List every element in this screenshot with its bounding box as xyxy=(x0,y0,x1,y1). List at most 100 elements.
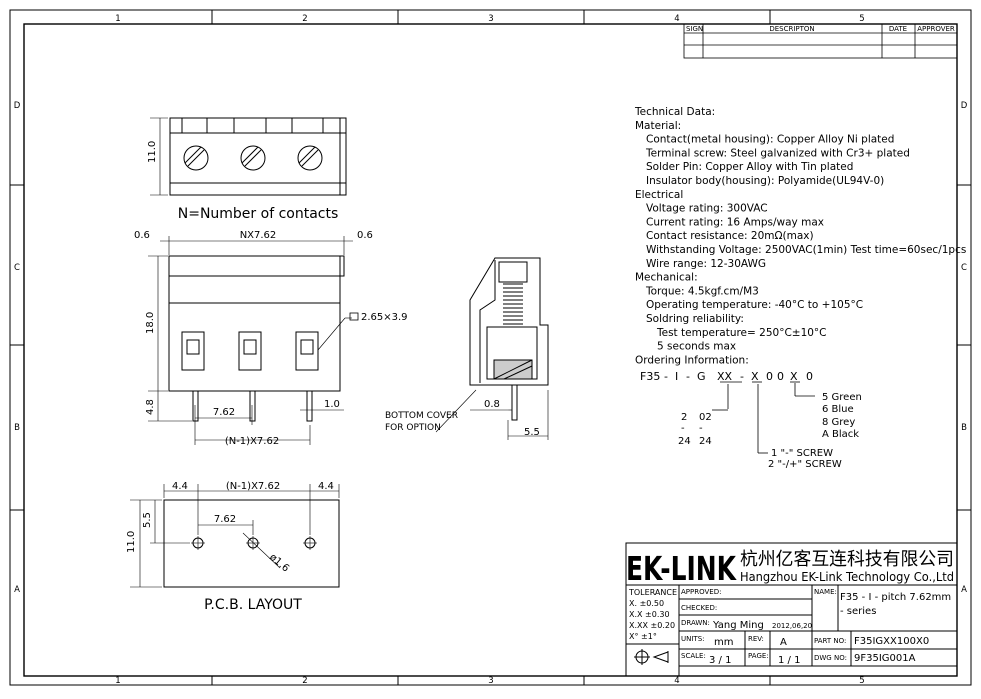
frame-labels: 1 2 3 4 5 1 2 3 4 5 D C B A D C B A xyxy=(14,14,968,686)
order-code-part: I xyxy=(675,370,678,383)
company-name-en: Hangzhou EK-Link Technology Co.,Ltd xyxy=(740,570,954,584)
title-block xyxy=(625,542,958,677)
frame xyxy=(9,9,972,686)
drawn-date: 2012,06,20 xyxy=(772,622,812,630)
tech-line: Operating temperature: -40°C to +105°C xyxy=(646,299,863,311)
page-value: 1 / 1 xyxy=(778,655,800,666)
screw-option: 2 "-/+" SCREW xyxy=(768,459,842,470)
name-label: NAME: xyxy=(814,588,837,596)
checked-label: CHECKED: xyxy=(681,604,717,612)
tolerance-line: X.X ±0.30 xyxy=(629,610,670,619)
pcb-caption: P.C.B. LAYOUT xyxy=(204,597,302,613)
tech-line: Test temperature= 250°C±10°C xyxy=(656,327,827,339)
screw-option: 1 "-" SCREW xyxy=(771,448,833,459)
pcb-hole: ø1.6 xyxy=(267,552,291,575)
scale-label: SCALE: xyxy=(681,652,706,660)
order-code-part: X xyxy=(790,370,798,383)
units-value: mm xyxy=(714,637,733,648)
side-view xyxy=(435,257,549,440)
col-label: 4 xyxy=(674,676,679,686)
revision-table xyxy=(683,23,958,59)
order-code-part: F35 xyxy=(640,370,660,383)
tolerance-line: X. ±0.50 xyxy=(629,599,664,608)
row-label: B xyxy=(14,423,20,433)
pcb-margin-right: 4.4 xyxy=(318,481,334,492)
units-label: UNITS: xyxy=(681,635,705,643)
dwg-no-label: DWG NO: xyxy=(814,654,847,662)
col-label: 2 xyxy=(302,14,307,24)
title-block-text: EK-LINK 杭州亿客互连科技有限公司 Hangzhou EK-Link Te… xyxy=(626,549,954,666)
row-label: D xyxy=(14,101,21,111)
front-pitch-dim: NX7.62 xyxy=(240,230,277,241)
col-label: 5 xyxy=(859,14,864,24)
row-label: C xyxy=(14,263,20,273)
page-label: PAGE: xyxy=(748,652,769,660)
pcb-half-height: 5.5 xyxy=(142,512,153,528)
tech-line: Torque: 4.5kgf.cm/M3 xyxy=(645,285,759,297)
tech-data: Technical Data:Material:Contact(metal ho… xyxy=(634,106,966,366)
color-option: 8 Grey xyxy=(822,417,855,428)
pcb-layout xyxy=(130,484,340,588)
order-code-part: - xyxy=(686,370,690,383)
company-name-cn: 杭州亿客互连科技有限公司 xyxy=(740,549,954,570)
color-option: A Black xyxy=(822,429,859,440)
front-pin-width: 1.0 xyxy=(324,399,340,410)
poles-top: 02 xyxy=(699,412,712,423)
col-label: 4 xyxy=(674,14,679,24)
poles-dash: - xyxy=(699,423,703,434)
rev-header-date: DATE xyxy=(889,25,907,33)
pcb-span: (N-1)X7.62 xyxy=(226,481,280,492)
company-logo: EK-LINK xyxy=(626,549,737,588)
order-code-part: - xyxy=(664,370,668,383)
front-height-dim: 18.0 xyxy=(145,312,156,334)
tech-line: Wire range: 12-30AWG xyxy=(646,258,766,270)
col-label: 5 xyxy=(859,676,864,686)
front-span: (N-1)X7.62 xyxy=(225,436,279,447)
rev-value: A xyxy=(780,637,787,648)
order-code-part: XX xyxy=(717,370,733,383)
rev-header-approver: APPROVER xyxy=(917,25,955,33)
drawn-label: DRAWN: xyxy=(681,619,710,627)
top-view xyxy=(150,117,347,196)
color-option: 6 Blue xyxy=(822,404,854,415)
scale-value: 3 / 1 xyxy=(709,655,731,666)
tech-line: Voltage rating: 300VAC xyxy=(646,203,768,215)
pcb-pitch: 7.62 xyxy=(214,514,236,525)
front-pitch: 7.62 xyxy=(213,407,235,418)
part-name-1: F35 - I - pitch 7.62mm xyxy=(840,592,951,603)
order-code-part: X xyxy=(751,370,759,383)
drawn-by: Yang Ming xyxy=(712,620,764,631)
order-code-part: 0 xyxy=(766,370,773,383)
dwg-no-value: 9F35IG001A xyxy=(854,653,916,664)
col-label: 1 xyxy=(115,14,120,24)
tech-line: Technical Data: xyxy=(634,106,715,118)
pcb-margin-left: 4.4 xyxy=(172,481,188,492)
tech-line: Material: xyxy=(635,120,681,132)
poles-dash: - xyxy=(681,423,685,434)
front-pin-dim: 4.8 xyxy=(145,399,156,415)
poles-top: 2 xyxy=(681,412,687,423)
part-name-2: - series xyxy=(840,606,876,617)
tech-line: Insulator body(housing): Polyamide(UL94V… xyxy=(646,175,884,187)
col-label: 2 xyxy=(302,676,307,686)
tech-line: Current rating: 16 Amps/way max xyxy=(646,216,824,228)
front-left-margin: 0.6 xyxy=(134,230,150,241)
tech-line: Withstanding Voltage: 2500VAC(1min) Test… xyxy=(646,244,966,256)
approved-label: APPROVED: xyxy=(681,588,721,596)
tech-line: Contact resistance: 20mΩ(max) xyxy=(646,230,814,242)
poles-bottom: 24 xyxy=(678,436,691,447)
order-code-part: - xyxy=(740,370,744,383)
front-right-margin: 0.6 xyxy=(357,230,373,241)
order-code-part: 0 xyxy=(806,370,813,383)
tolerance-line: X° ±1° xyxy=(629,632,657,641)
col-label: 3 xyxy=(488,676,493,686)
poles-bottom: 24 xyxy=(699,436,712,447)
tech-line: Solder Pin: Copper Alloy with Tin plated xyxy=(646,161,853,173)
tech-line: Electrical xyxy=(635,189,683,201)
col-label: 3 xyxy=(488,14,493,24)
row-label: C xyxy=(961,263,967,273)
tech-line: Ordering Information: xyxy=(635,354,749,366)
tech-line: Terminal screw: Steel galvanized with Cr… xyxy=(645,147,910,159)
